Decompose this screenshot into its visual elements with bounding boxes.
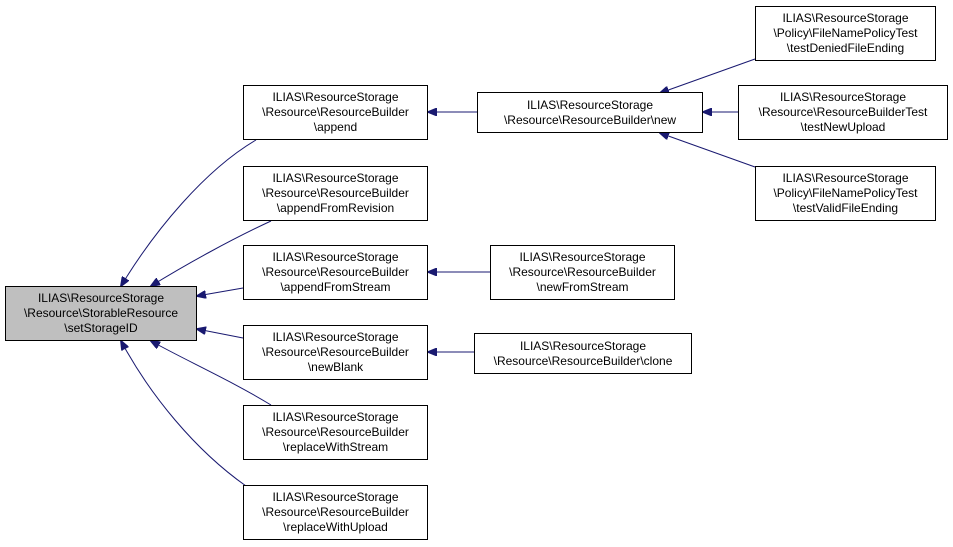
node-appendFromStream[interactable]: ILIAS\ResourceStorage \Resource\Resource… <box>243 245 428 300</box>
node-new[interactable]: ILIAS\ResourceStorage \Resource\Resource… <box>477 92 703 133</box>
edge-replaceWithUpload-to-setStorageID <box>121 341 247 487</box>
node-appendFromRevision-label: ILIAS\ResourceStorage \Resource\Resource… <box>262 171 409 215</box>
node-replaceWithUpload-label: ILIAS\ResourceStorage \Resource\Resource… <box>262 490 409 534</box>
node-testValidFileEnding[interactable]: ILIAS\ResourceStorage \Policy\FileNamePo… <box>755 166 936 221</box>
node-replaceWithStream-label: ILIAS\ResourceStorage \Resource\Resource… <box>262 410 409 454</box>
node-testDeniedFileEnding[interactable]: ILIAS\ResourceStorage \Policy\FileNamePo… <box>755 6 936 61</box>
edge-newBlank-to-setStorageID <box>197 329 244 339</box>
node-replaceWithUpload[interactable]: ILIAS\ResourceStorage \Resource\Resource… <box>243 485 428 540</box>
node-newBlank[interactable]: ILIAS\ResourceStorage \Resource\Resource… <box>243 325 428 380</box>
edge-replaceWithStream-to-setStorageID <box>151 341 272 406</box>
edge-appendFromRevision-to-setStorageID <box>151 220 272 286</box>
edge-append-to-setStorageID <box>121 139 257 286</box>
node-setStorageID-label: ILIAS\ResourceStorage \Resource\Storable… <box>23 291 179 335</box>
node-clone[interactable]: ILIAS\ResourceStorage \Resource\Resource… <box>474 333 692 374</box>
node-appendFromStream-label: ILIAS\ResourceStorage \Resource\Resource… <box>262 250 409 294</box>
edge-testDeniedFileEnding-to-new <box>660 58 756 93</box>
node-append-label: ILIAS\ResourceStorage \Resource\Resource… <box>262 90 409 134</box>
node-clone-label: ILIAS\ResourceStorage \Resource\Resource… <box>493 338 673 368</box>
node-testDeniedFileEnding-label: ILIAS\ResourceStorage \Policy\FileNamePo… <box>773 11 918 55</box>
node-newFromStream-label: ILIAS\ResourceStorage \Resource\Resource… <box>509 250 656 294</box>
edge-testValidFileEnding-to-new <box>660 133 756 168</box>
node-newBlank-label: ILIAS\ResourceStorage \Resource\Resource… <box>262 330 409 374</box>
edge-appendFromStream-to-setStorageID <box>197 287 244 296</box>
node-append[interactable]: ILIAS\ResourceStorage \Resource\Resource… <box>243 85 428 140</box>
node-testNewUpload[interactable]: ILIAS\ResourceStorage \Resource\Resource… <box>738 85 948 140</box>
node-newFromStream[interactable]: ILIAS\ResourceStorage \Resource\Resource… <box>490 245 675 300</box>
node-testValidFileEnding-label: ILIAS\ResourceStorage \Policy\FileNamePo… <box>773 171 918 215</box>
node-replaceWithStream[interactable]: ILIAS\ResourceStorage \Resource\Resource… <box>243 405 428 460</box>
node-new-label: ILIAS\ResourceStorage \Resource\Resource… <box>503 97 677 127</box>
node-testNewUpload-label: ILIAS\ResourceStorage \Resource\Resource… <box>758 90 928 134</box>
node-appendFromRevision[interactable]: ILIAS\ResourceStorage \Resource\Resource… <box>243 166 428 221</box>
node-setStorageID: ILIAS\ResourceStorage \Resource\Storable… <box>5 286 197 341</box>
